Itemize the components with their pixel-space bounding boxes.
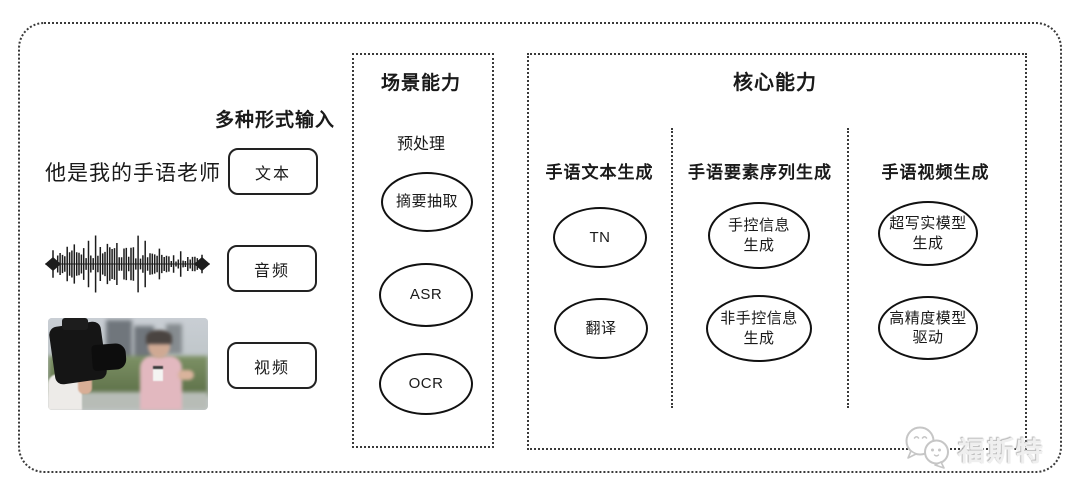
node-translation: 翻译 — [554, 298, 648, 359]
node-summary-extraction: 摘要抽取 — [381, 172, 473, 232]
input-section-label: 多种形式输入 — [214, 110, 335, 131]
thumb-reporter-hair — [146, 330, 172, 344]
sample-sentence: 他是我的手语老师 — [45, 162, 221, 185]
preprocess-label: 预处理 — [396, 136, 445, 153]
outer-dotted-frame — [18, 22, 1062, 473]
header-sign-element-sequence-generation: 手语要素序列生成 — [688, 163, 832, 182]
column-divider — [671, 128, 673, 408]
core-box-title: 核心能力 — [733, 72, 817, 94]
thumb-reporter-arm — [178, 370, 194, 380]
tag-audio: 音频 — [227, 245, 317, 292]
core-capability-box — [527, 53, 1027, 450]
chat-bubbles-mascot-icon — [901, 423, 955, 476]
tag-text: 文本 — [228, 148, 318, 195]
thumb-reporter — [140, 356, 182, 410]
node-asr: ASR — [379, 263, 473, 327]
thumb-camera-top — [62, 318, 88, 330]
node-tn: TN — [553, 207, 647, 268]
thumb-microphone — [153, 366, 163, 381]
tag-video: 视频 — [227, 342, 317, 389]
column-divider — [847, 128, 849, 408]
header-sign-video-generation: 手语视频生成 — [881, 163, 990, 182]
node-manual-info-generation: 手控信息 生成 — [708, 202, 810, 269]
scene-box-title: 场景能力 — [380, 73, 461, 94]
header-sign-text-generation: 手语文本生成 — [545, 163, 654, 182]
audio-waveform — [45, 228, 210, 300]
watermark: 福斯特 — [901, 423, 1045, 476]
video-thumbnail — [48, 318, 208, 410]
node-nonmanual-info-generation: 非手控信息 生成 — [706, 295, 812, 362]
scene-capability-box — [352, 53, 494, 448]
node-hyperreal-model-generation: 超写实模型 生成 — [878, 201, 978, 266]
node-high-precision-model-driving: 高精度模型 驱动 — [878, 296, 978, 360]
thumb-camera-lens — [91, 342, 127, 372]
node-ocr: OCR — [379, 353, 473, 415]
thumb-building — [166, 324, 182, 354]
watermark-brand-text: 福斯特 — [958, 437, 1045, 467]
